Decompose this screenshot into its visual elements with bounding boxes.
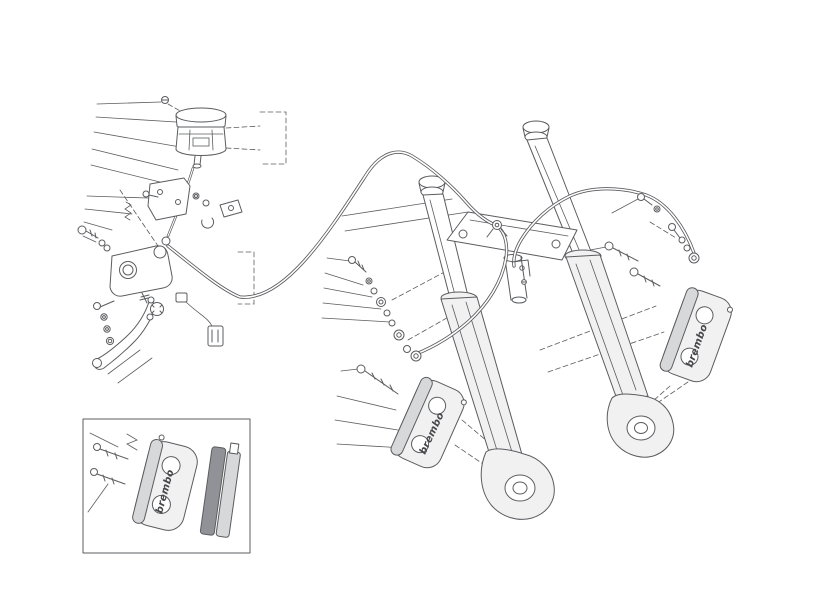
inset-caliper: brembo [132, 434, 198, 531]
reservoir-mount-bracket [142, 177, 243, 229]
pad-spring [126, 433, 138, 451]
hose-banjo [688, 252, 700, 264]
banjo-fittings-right [637, 193, 700, 264]
banjo-fitting [393, 329, 405, 341]
banjo-fittings-left [348, 256, 422, 362]
washer [678, 236, 686, 244]
bolt [348, 256, 356, 264]
spacer [192, 192, 200, 200]
union [376, 297, 386, 307]
fork-leg-left [418, 175, 555, 520]
bleed-nipple [726, 306, 733, 313]
caliper-mount-bolt [604, 241, 614, 251]
washer [653, 205, 661, 213]
caliper-front-left: brembo [356, 364, 467, 469]
fork-slider-right [565, 254, 649, 403]
reservoir-outlet [192, 163, 202, 169]
wire-connector [207, 325, 224, 347]
fork-upper-tube-left [422, 193, 469, 299]
caliper-piston [428, 396, 447, 415]
lever-ball-end [92, 358, 102, 368]
small-fasteners-left [93, 300, 115, 346]
main-brake-hose-front-left [166, 150, 509, 356]
washer [365, 277, 373, 285]
bottom-triple-clamp [446, 211, 578, 304]
caliper-mount-bolt [356, 364, 366, 374]
brake-hose-front-right [512, 187, 696, 268]
hose-clip-plate [219, 199, 243, 218]
sight-glass [192, 137, 210, 147]
caliper-piston [680, 347, 699, 366]
bolt [668, 223, 676, 231]
reservoir-body [175, 126, 227, 156]
caliper-piston [695, 306, 714, 325]
brake-lever [92, 296, 164, 370]
bleed-nipple [158, 434, 165, 441]
washer [388, 319, 396, 327]
caliper-mount-bolts-right [604, 241, 661, 287]
inset-mount-bolts [90, 433, 138, 485]
bleed-nipple [460, 399, 467, 406]
lever-adjuster-dial [150, 302, 164, 316]
axle-boss-left [504, 474, 536, 502]
pad-pin-bolt [90, 468, 98, 476]
caliper-piston [161, 456, 181, 476]
caliper-piston [151, 494, 171, 514]
retaining-clip [201, 217, 215, 229]
clamp-bolt [77, 225, 87, 235]
inset-brake-pads [199, 442, 241, 538]
axle-boss-right [626, 415, 656, 441]
spring [124, 201, 132, 221]
spring-washer [370, 287, 378, 295]
washer [98, 239, 106, 247]
brake-pad [199, 446, 227, 536]
spacer [202, 199, 210, 207]
lever-pivot-bolt [147, 296, 155, 304]
fork-top-cap-right [522, 120, 550, 134]
hose-banjo [410, 350, 422, 362]
caliper-front-right: brembo [659, 287, 733, 383]
hose-guide-bracket [511, 259, 531, 285]
brake-light-switch [175, 292, 188, 303]
bolt [637, 193, 645, 201]
pad-pin-bolt [93, 443, 101, 451]
outlet-boss [153, 245, 167, 259]
caliper-mount-bolt [629, 267, 639, 277]
washer [383, 309, 391, 317]
hose-clamp [486, 220, 508, 238]
banjo-bolt [161, 236, 171, 246]
bolt [93, 302, 101, 310]
washer [100, 313, 108, 321]
pad-tab [229, 442, 240, 455]
caliper-piston [411, 435, 430, 454]
banjo-bolt [403, 345, 411, 353]
fluid-reservoir [161, 96, 227, 169]
master-cylinder [77, 201, 188, 304]
washer [103, 244, 111, 252]
reservoir-cap [175, 107, 227, 123]
bracket-screw [142, 190, 150, 198]
washer [683, 244, 691, 252]
inset-border [82, 418, 251, 554]
washer [103, 325, 111, 333]
clamp-bore [119, 261, 137, 279]
fork-slider-left [440, 296, 524, 469]
inset-box: brembo [82, 418, 251, 554]
switch-wire-connector [185, 301, 224, 347]
fork-leg-right [522, 120, 675, 458]
nut [105, 336, 115, 346]
